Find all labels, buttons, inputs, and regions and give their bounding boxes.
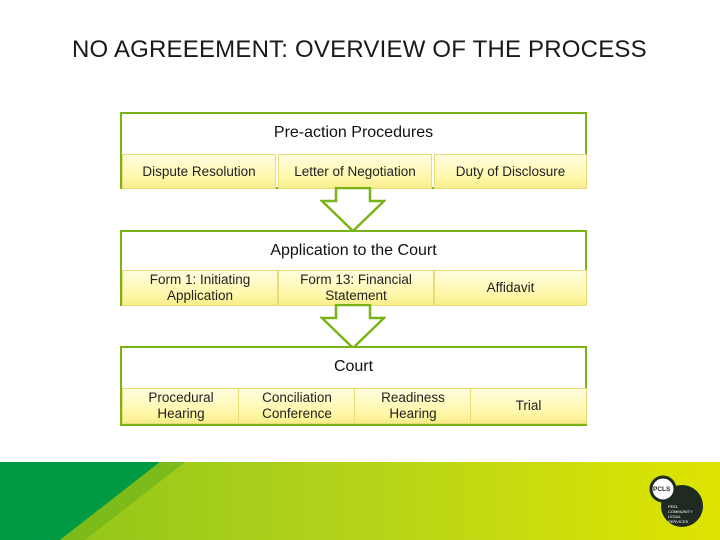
logo-line: COMMUNITY <box>668 509 693 514</box>
stage-title: Application to the Court <box>270 242 437 259</box>
subitem-procedural-hearing: Procedural Hearing <box>122 388 240 424</box>
subitem-trial: Trial <box>470 388 587 424</box>
stage-court: Court Procedural Hearing Conciliation Co… <box>120 346 587 426</box>
stage-application: Application to the Court Form 1: Initiat… <box>120 230 587 306</box>
logo-acronym: PCLS <box>653 486 671 493</box>
subitem-affidavit: Affidavit <box>434 270 587 306</box>
subitem-form-1: Form 1: Initiating Application <box>122 270 278 306</box>
subitem-letter-of-negotiation: Letter of Negotiation <box>278 154 432 189</box>
subitem-dispute-resolution: Dispute Resolution <box>122 154 276 189</box>
subitem-duty-of-disclosure: Duty of Disclosure <box>434 154 587 189</box>
logo-line: LEGAL <box>668 514 681 519</box>
subitem-readiness-hearing: Readiness Hearing <box>354 388 472 424</box>
stage-title: Court <box>333 358 374 375</box>
stage-title: Pre-action Procedures <box>273 124 434 141</box>
subitem-form-13: Form 13: Financial Statement <box>278 270 434 306</box>
logo-line: SERVICES <box>668 519 689 524</box>
pcls-logo: PCLS PEEL COMMUNITY LEGAL SERVICES <box>646 472 708 528</box>
logo-line: PEEL <box>668 504 679 509</box>
down-arrow-icon <box>320 304 386 350</box>
down-arrow-icon <box>320 187 386 233</box>
footer-band <box>0 462 720 540</box>
page-title: NO AGREEEMENT: OVERVIEW OF THE PROCESS <box>72 36 647 63</box>
subitem-conciliation-conference: Conciliation Conference <box>238 388 356 424</box>
stage-pre-action: Pre-action Procedures Dispute Resolution… <box>120 112 587 189</box>
